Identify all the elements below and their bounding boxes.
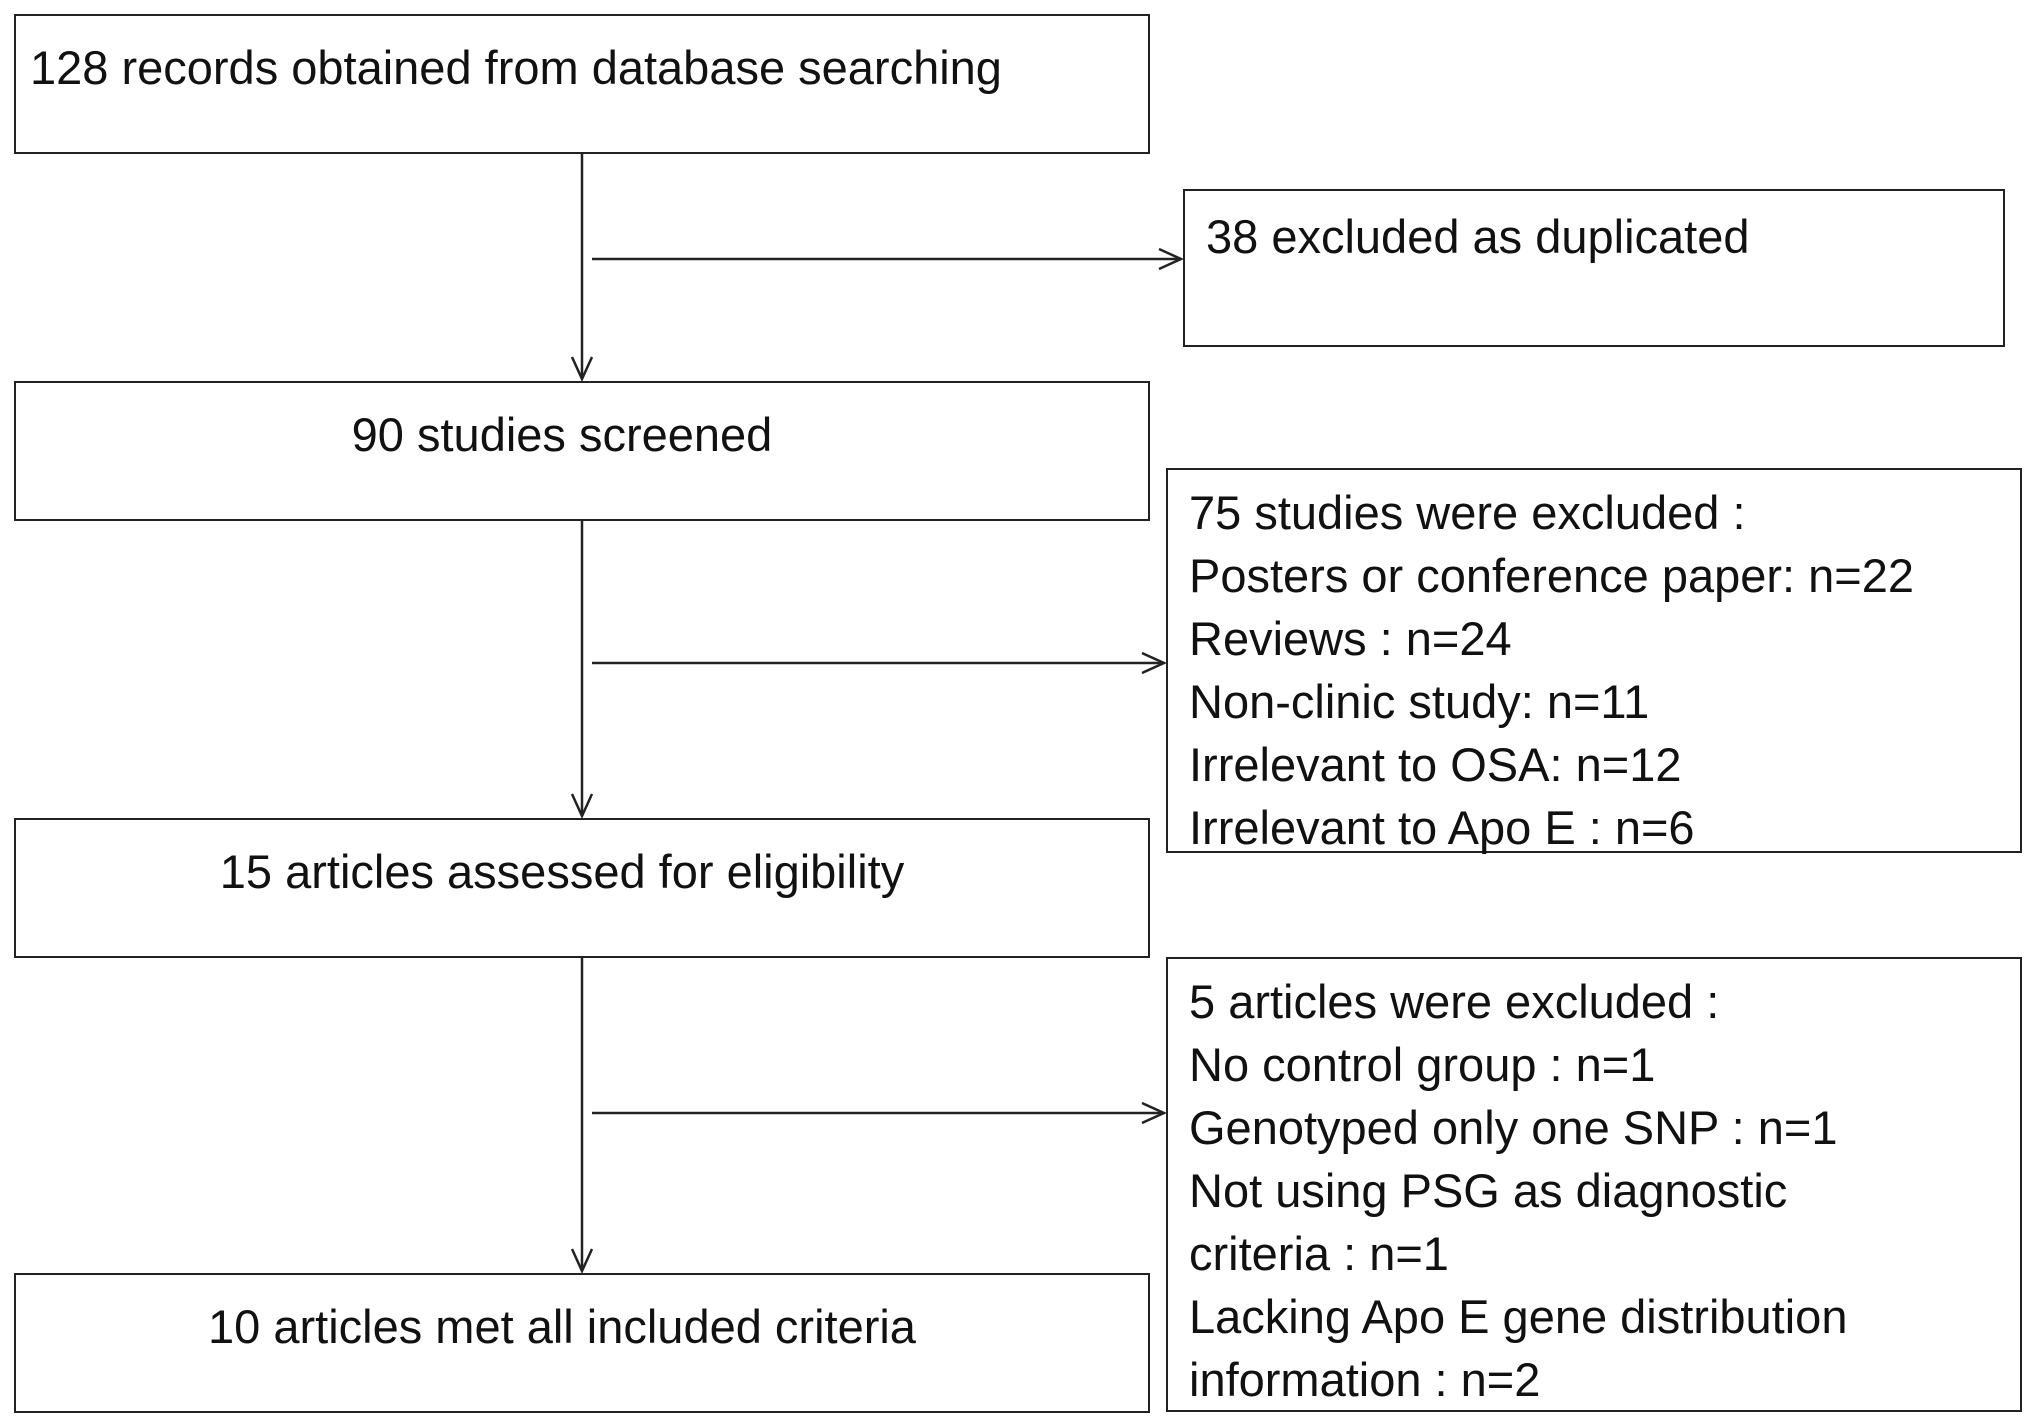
exclusion-box-screening: 75 studies were excluded : Posters or co… (1166, 468, 2022, 854)
arrowhead-right-3 (1141, 1101, 1168, 1125)
exclusion-line: No control group : n=1 (1189, 1038, 1656, 1091)
exclusion-line: Reviews : n=24 (1189, 612, 1512, 665)
exclusion-line: 38 excluded as duplicated (1206, 210, 1750, 263)
exclusion-line: information : n=2 (1189, 1353, 1541, 1406)
exclusion-line: Posters or conference paper: n=22 (1189, 549, 1915, 602)
exclusion-line: Irrelevant to OSA: n=12 (1189, 738, 1682, 791)
exclusion-line: Irrelevant to Apo E : n=6 (1189, 801, 1695, 854)
exclusion-box-duplicates: 38 excluded as duplicated (1183, 189, 2005, 347)
exclusion-line: Lacking Apo E gene distribution (1189, 1290, 1848, 1343)
step-box-studies-screened: 90 studies screened (14, 381, 1150, 521)
arrowhead-down-1 (570, 356, 594, 383)
exclusion-line: criteria : n=1 (1189, 1227, 1449, 1280)
arrowhead-right-2 (1141, 651, 1168, 675)
exclusion-line: Genotyped only one SNP : n=1 (1189, 1101, 1838, 1154)
step-label: 10 articles met all included criteria (208, 1300, 916, 1353)
step-label: 90 studies screened (351, 408, 773, 461)
step-label: 128 records obtained from database searc… (30, 41, 1002, 94)
arrowhead-down-3 (570, 1248, 594, 1275)
arrowhead-right-1 (1158, 247, 1185, 271)
step-label: 15 articles assessed for eligibility (219, 845, 905, 898)
exclusion-line: Non-clinic study: n=11 (1189, 675, 1650, 728)
exclusion-line: 75 studies were excluded : (1189, 486, 1746, 539)
step-box-included: 10 articles met all included criteria (14, 1273, 1150, 1413)
exclusion-box-eligibility: 5 articles were excluded : No control gr… (1166, 957, 2022, 1412)
step-box-eligibility-assessed: 15 articles assessed for eligibility (14, 818, 1150, 958)
arrowhead-down-2 (570, 793, 594, 820)
exclusion-line: 5 articles were excluded : (1189, 975, 1720, 1028)
step-box-records-obtained: 128 records obtained from database searc… (14, 14, 1150, 154)
exclusion-line: Not using PSG as diagnostic (1189, 1164, 1788, 1217)
